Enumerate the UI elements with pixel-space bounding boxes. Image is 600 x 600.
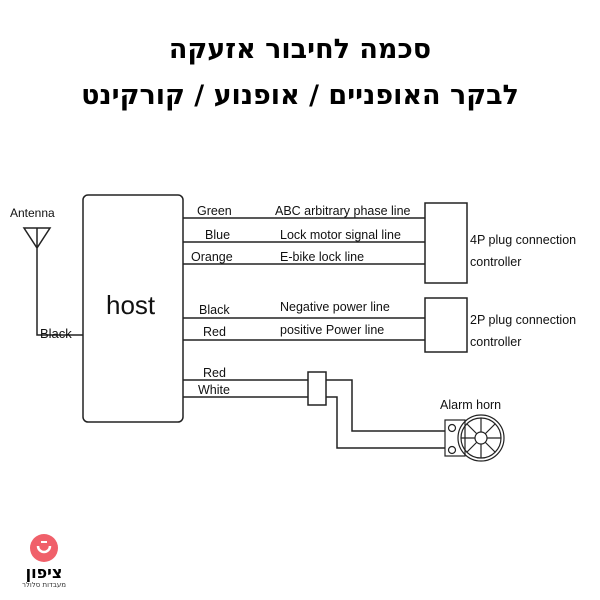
- wire-function-label: Negative power line: [280, 300, 390, 314]
- plug-2p-label: controller: [470, 335, 521, 349]
- wire-color-label: White: [198, 383, 230, 397]
- host-label: host: [106, 290, 156, 320]
- wire-color-label: Red: [203, 325, 226, 339]
- host-box: [82, 194, 184, 423]
- antenna-wire-label: Black: [40, 326, 72, 341]
- logo-icon: [30, 534, 58, 562]
- wire-color-label: Green: [197, 204, 232, 218]
- alarm-horn-icon: [444, 414, 505, 462]
- wire-color-label: Black: [199, 303, 230, 317]
- wire-color-label: Red: [203, 366, 226, 380]
- plug-2p-label: 2P plug connection: [470, 313, 576, 327]
- plug-2p-box: [424, 297, 468, 353]
- wire-function-label: E-bike lock line: [280, 250, 364, 264]
- plug-4p-label: 4P plug connection: [470, 233, 576, 247]
- wire-color-label: Blue: [205, 228, 230, 242]
- plug-4p-label: controller: [470, 255, 521, 269]
- alarm-horn-label: Alarm horn: [440, 398, 501, 412]
- wire-function-label: ABC arbitrary phase line: [275, 204, 411, 218]
- logo-tagline: מעבדות סלולר: [21, 581, 67, 589]
- antenna-label: Antenna: [10, 206, 55, 220]
- plug-4p-box: [424, 202, 468, 284]
- wire-lines: [183, 217, 445, 449]
- wire-color-label: Orange: [191, 250, 233, 264]
- logo-name: ציפון: [25, 563, 63, 582]
- antenna-icon: [22, 227, 83, 336]
- wire-function-label: positive Power line: [280, 323, 384, 337]
- wire-function-label: Lock motor signal line: [280, 228, 401, 242]
- title-line-1: סכמה לחיבור אזעקה: [168, 34, 432, 65]
- logo: ציפון מעבדות סלולר: [14, 532, 74, 589]
- title-line-2: לבקר האופניים / אופנוע / קורקינט: [81, 80, 519, 111]
